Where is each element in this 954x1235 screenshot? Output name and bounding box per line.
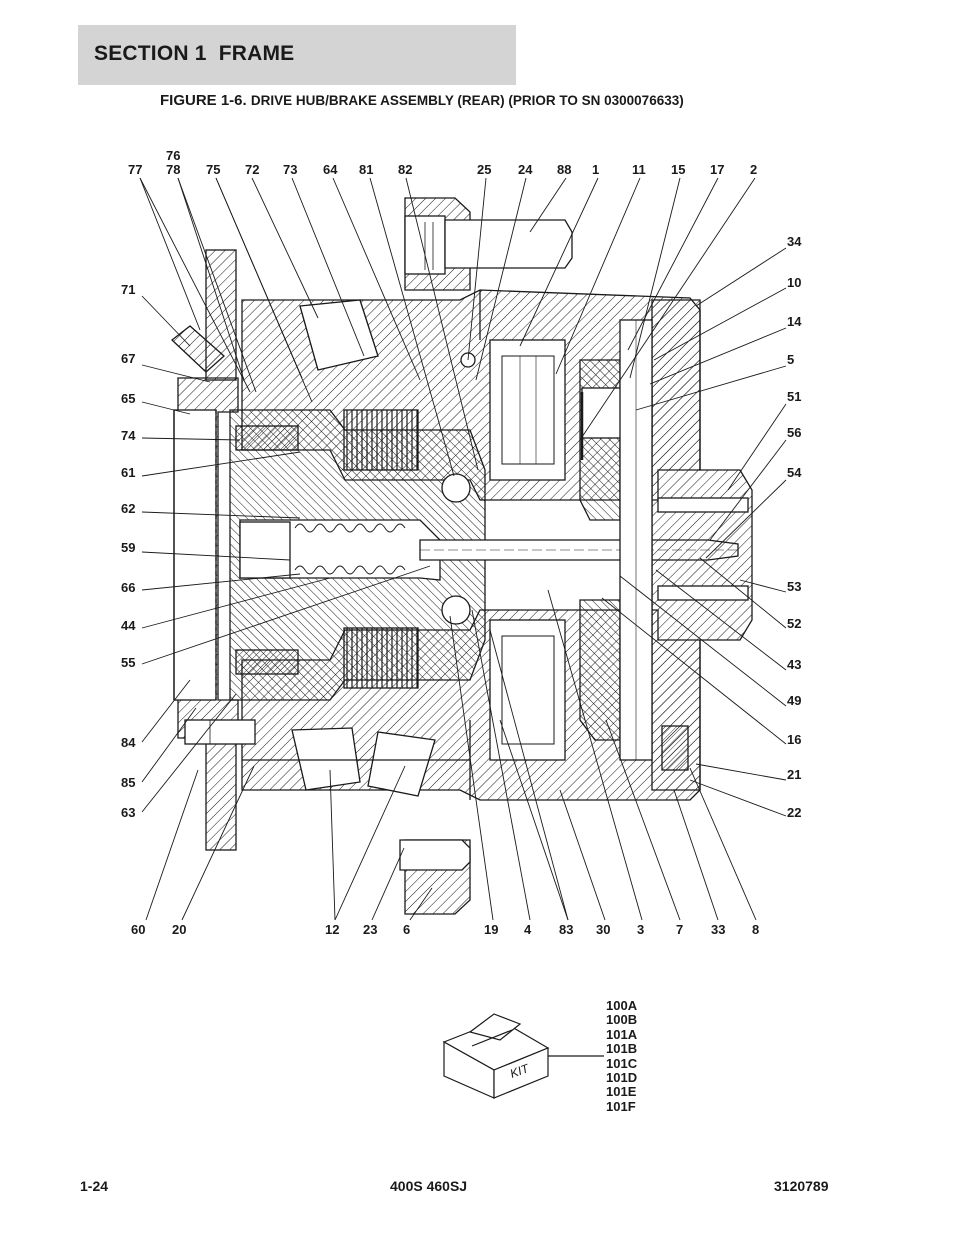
callout: 75: [206, 162, 221, 177]
kit-item: 100A: [606, 998, 638, 1013]
model-label: 400S 460SJ: [390, 1178, 468, 1194]
figure-title: DRIVE HUB/BRAKE ASSEMBLY (REAR) (PRIOR T…: [250, 93, 684, 108]
callout: 8: [752, 922, 760, 937]
callout: 30: [596, 922, 611, 937]
section-header-band: [78, 25, 516, 85]
callout: 6: [403, 922, 411, 937]
callout: 16: [787, 732, 802, 747]
callout: 72: [245, 162, 260, 177]
callout: 61: [121, 465, 136, 480]
callout: 22: [787, 805, 802, 820]
callout: 56: [787, 425, 802, 440]
callout: 55: [121, 655, 136, 670]
callout: 10: [787, 275, 802, 290]
callout: 76: [166, 148, 181, 163]
assembly-illustration: [171, 197, 753, 915]
callout: 20: [172, 922, 187, 937]
page-number: 1-24: [80, 1178, 109, 1194]
callout: 83: [559, 922, 574, 937]
callout: 7: [676, 922, 684, 937]
kit-item: 101C: [606, 1055, 638, 1071]
callout: 88: [557, 162, 572, 177]
kit-item-list: 100A 100B 101A 101B 101C 101D 101E 101F: [606, 998, 638, 1114]
callout: 12: [325, 922, 340, 937]
kit-item: 101E: [606, 1084, 637, 1100]
callout: 84: [121, 735, 136, 750]
callout: 66: [121, 580, 136, 595]
kit-box-icon: [442, 1013, 604, 1099]
document-number: 3120789: [774, 1178, 829, 1194]
callout: 59: [121, 540, 136, 555]
callout: 64: [323, 162, 338, 177]
callout: 25: [477, 162, 492, 177]
section-title: SECTION 1 FRAME: [94, 42, 295, 65]
callout: 85: [121, 775, 136, 790]
kit-item: 101B: [606, 1041, 638, 1057]
callout: 24: [518, 162, 533, 177]
callout: 44: [121, 618, 136, 633]
callout: 14: [787, 314, 802, 329]
callout: 67: [121, 351, 136, 366]
callout: 15: [671, 162, 686, 177]
kit-item: 101F: [606, 1098, 636, 1114]
callout: 17: [710, 162, 725, 177]
callout: 49: [787, 693, 802, 708]
callout: 71: [121, 282, 136, 297]
callout: 52: [787, 616, 802, 631]
callout: 11: [632, 162, 646, 177]
callout: 51: [787, 389, 802, 404]
callout: 23: [363, 922, 378, 937]
leader-lines: [139, 177, 787, 921]
kit-item: 100B: [606, 1012, 638, 1028]
callout: 78: [166, 162, 181, 177]
callout: 5: [787, 352, 795, 367]
callout: 21: [787, 767, 802, 782]
callout: 73: [283, 162, 298, 177]
callout: 74: [121, 428, 136, 443]
callout: 60: [131, 922, 146, 937]
callout: 82: [398, 162, 413, 177]
callout: 54: [787, 465, 802, 480]
figure-caption: FIGURE 1-6. DRIVE HUB/BRAKE ASSEMBLY (RE…: [160, 92, 684, 109]
kit-item: 101A: [606, 1026, 638, 1042]
callout: 65: [121, 391, 136, 406]
callout: 77: [128, 162, 143, 177]
callout: 4: [524, 922, 532, 937]
callout: 63: [121, 805, 136, 820]
callout: 33: [711, 922, 726, 937]
kit-item: 101D: [606, 1070, 638, 1086]
callout: 43: [787, 657, 802, 672]
callout: 81: [359, 162, 374, 177]
callout: 3: [637, 922, 645, 937]
callout: 2: [750, 162, 758, 177]
callout: 34: [787, 234, 802, 249]
callout: 53: [787, 579, 802, 594]
callout: 62: [121, 501, 136, 516]
callout: 19: [484, 922, 499, 937]
callout: 1: [592, 162, 600, 177]
figure-number: FIGURE 1-6.: [160, 92, 247, 109]
